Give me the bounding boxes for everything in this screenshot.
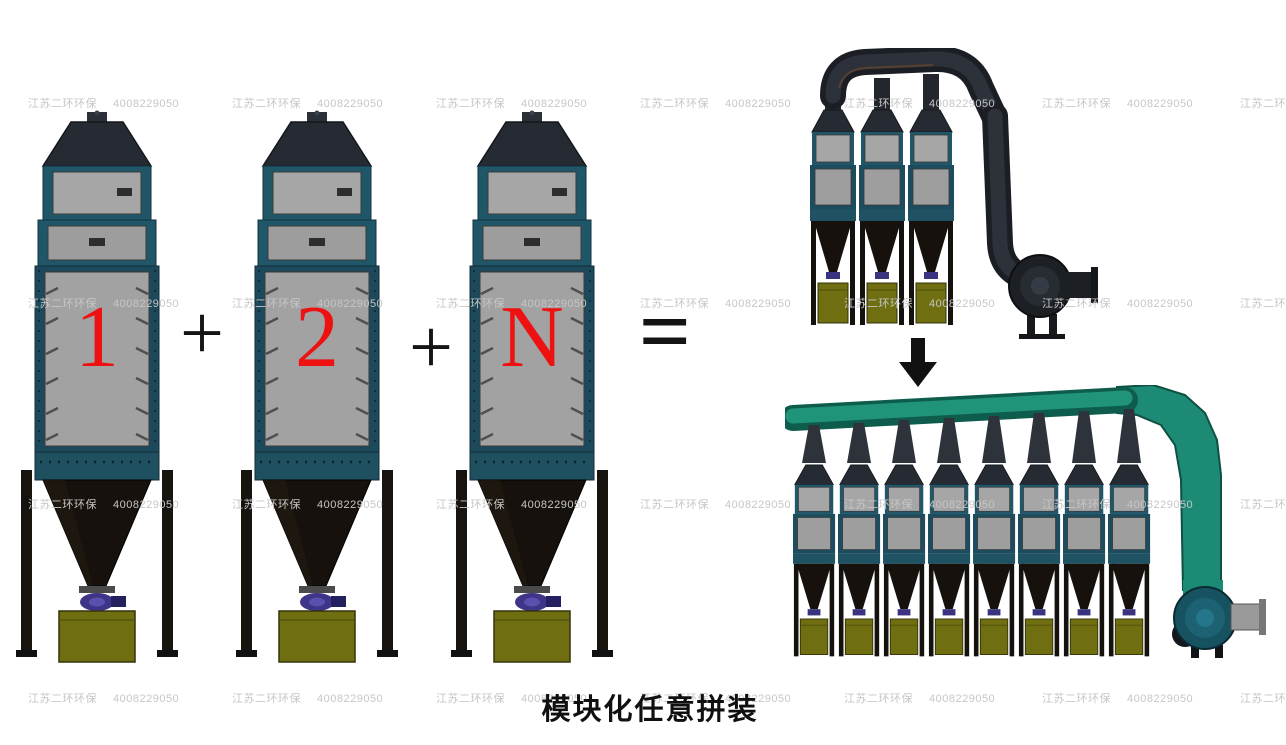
caption: 模块化任意拼装 [541,694,759,726]
equals-operator: = [638,280,692,382]
plus-operator: + [409,303,453,390]
plus-operator: + [180,289,224,376]
down-arrow-icon [898,338,938,388]
assembly-multi-units [780,383,1285,660]
unit-number: 2 [295,289,339,386]
assembly-three-units-illustration [809,46,1098,339]
assembly-three-units [795,46,1100,343]
unit-number: N [500,289,564,386]
unit-number: 1 [75,289,119,386]
collector-unit-n: N [442,110,622,672]
collector-unit-1: 1 [7,110,187,672]
assembly-multi-units-illustration [780,383,1266,658]
collector-unit-2: 2 [227,110,407,672]
